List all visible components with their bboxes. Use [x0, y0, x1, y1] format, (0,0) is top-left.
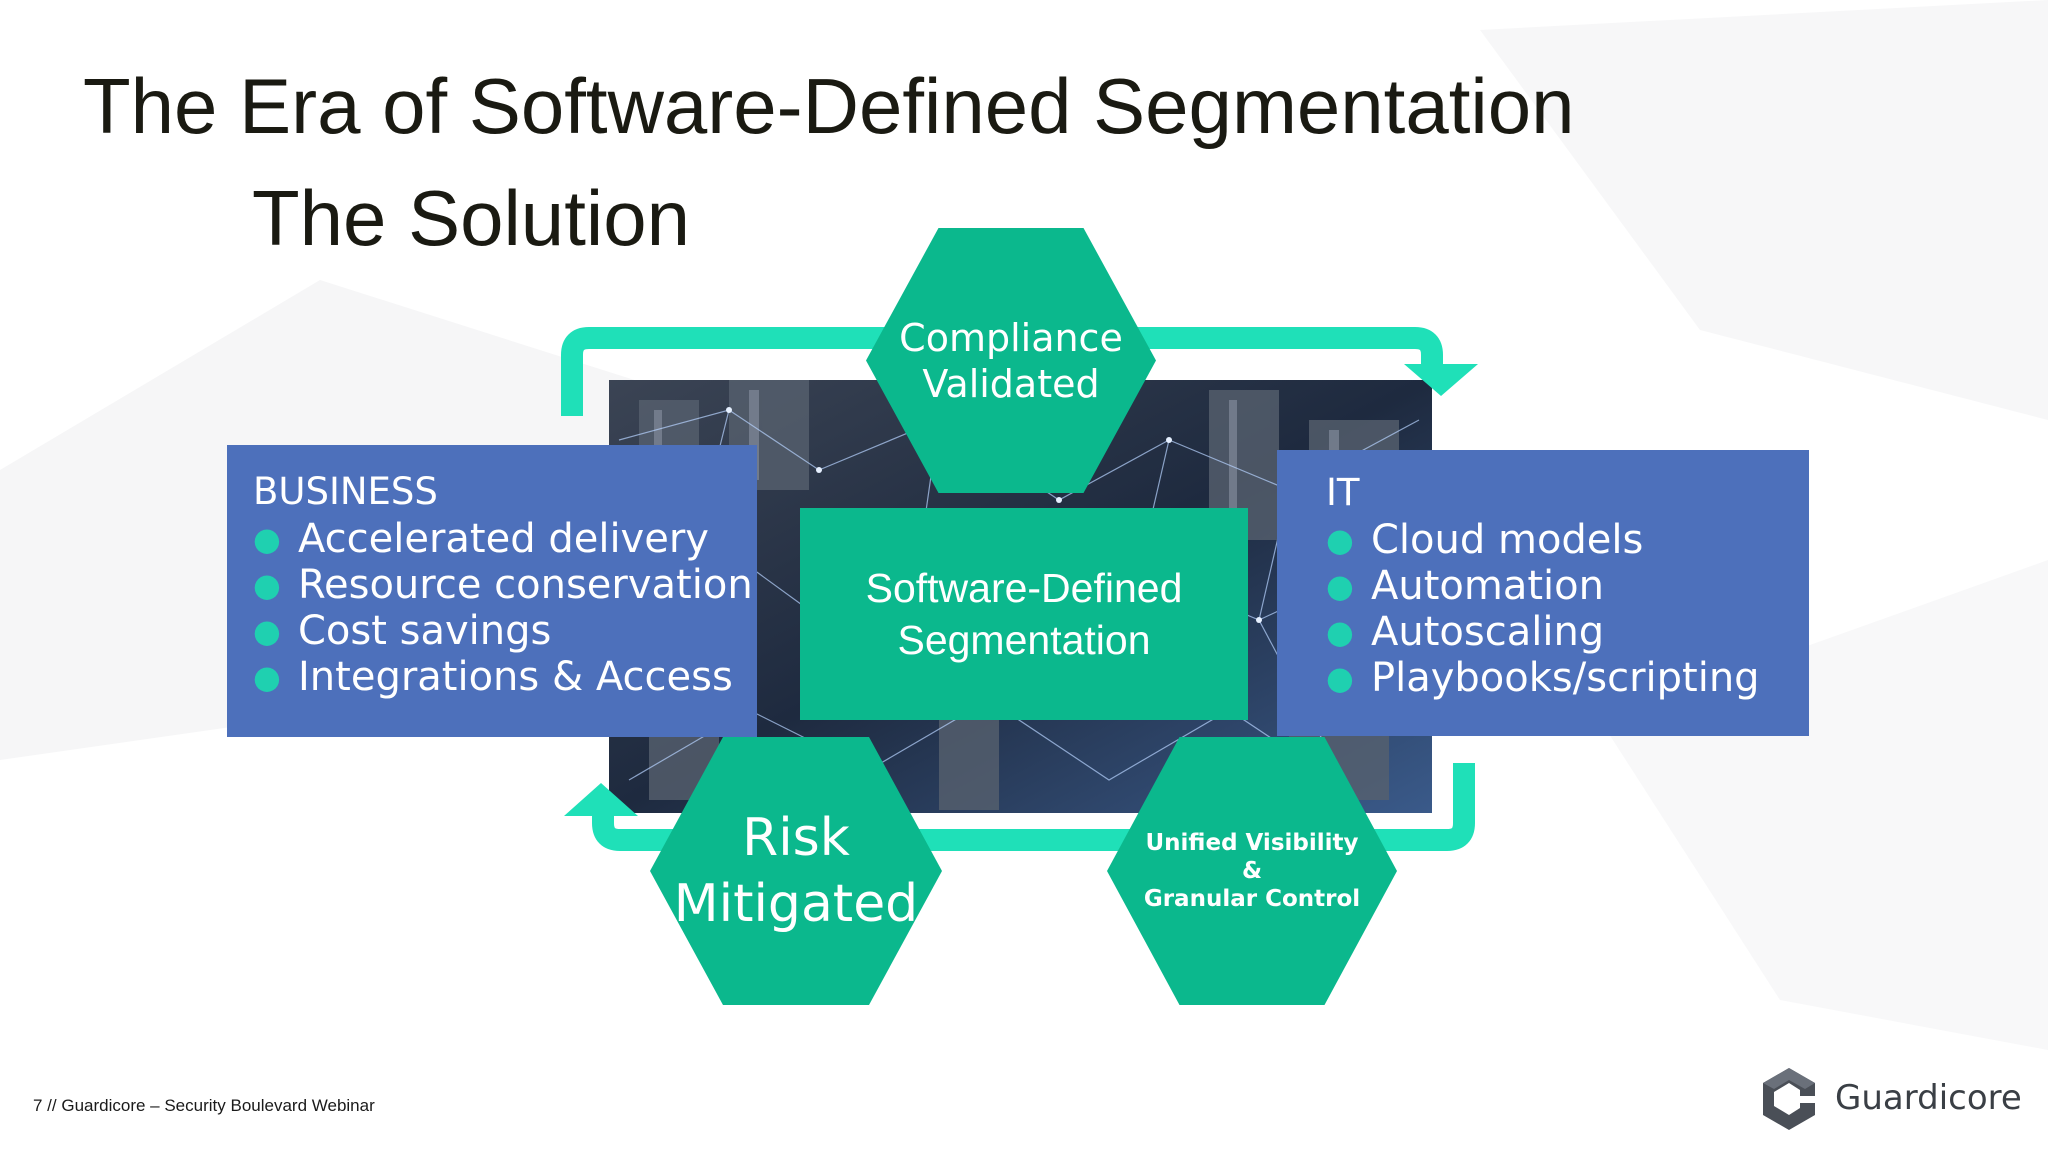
business-list: ● Accelerated delivery ● Resource conserva… [253, 516, 757, 700]
list-item: ● Cost savings [253, 608, 757, 654]
business-heading: BUSINESS [253, 470, 438, 513]
list-item-label: Cost savings [298, 608, 552, 654]
list-item-label: Cloud models [1371, 517, 1644, 563]
it-list: ● Cloud models ● Automation ● Autoscaling ●… [1326, 517, 1809, 701]
bullet-dot-icon: ● [1326, 521, 1354, 559]
list-item: ● Automation [1326, 563, 1809, 609]
list-item: ● Integrations & Access [253, 654, 757, 700]
compliance-label-line2: Validated [922, 361, 1100, 406]
unified-label-line1: Unified Visibility [1145, 830, 1359, 856]
it-heading: IT [1326, 471, 1360, 514]
center-label-line1: Software-Defined [865, 565, 1183, 611]
compliance-label-line1: Compliance [899, 315, 1123, 360]
slide-subtitle: The Solution [252, 174, 690, 262]
center-label-line2: Segmentation [897, 617, 1151, 663]
bullet-dot-icon: ● [253, 612, 281, 650]
risk-label-line2: Mitigated [673, 874, 919, 934]
list-item: ● Playbooks/scripting [1326, 655, 1809, 701]
it-panel: IT ● Cloud models ● Automation ● Autoscalin… [1277, 450, 1809, 736]
list-item-label: Accelerated delivery [298, 516, 709, 562]
slide-title: The Era of Software-Defined Segmentation [83, 62, 1575, 150]
center-segmentation-box: Software-Defined Segmentation [800, 508, 1248, 720]
bullet-dot-icon: ● [1326, 659, 1354, 697]
bullet-dot-icon: ● [1326, 613, 1354, 651]
list-item-label: Playbooks/scripting [1371, 655, 1760, 701]
unified-visibility-hexagon: Unified Visibility & Granular Control [1107, 737, 1397, 1005]
risk-label-line1: Risk [742, 808, 850, 868]
list-item: ● Resource conservation [253, 562, 757, 608]
unified-label-line2: & [1241, 858, 1263, 884]
unified-label-line3: Granular Control [1143, 886, 1361, 912]
bullet-dot-icon: ● [1326, 567, 1354, 605]
bullet-dot-icon: ● [253, 520, 281, 558]
business-panel: BUSINESS ● Accelerated delivery ● Resource… [227, 445, 757, 737]
risk-hexagon: Risk Mitigated [650, 737, 942, 1005]
list-item-label: Integrations & Access [298, 654, 733, 700]
list-item-label: Autoscaling [1371, 609, 1605, 655]
guardicore-logo: Guardicore [1760, 1066, 2030, 1132]
logo-wordmark: Guardicore [1835, 1078, 2022, 1118]
list-item-label: Automation [1371, 563, 1604, 609]
list-item: ● Autoscaling [1326, 609, 1809, 655]
guardicore-logo-icon [1763, 1068, 1815, 1130]
slide-footer: 7 // Guardicore – Security Boulevard Web… [33, 1096, 375, 1115]
list-item: ● Cloud models [1326, 517, 1809, 563]
bullet-dot-icon: ● [253, 566, 281, 604]
list-item: ● Accelerated delivery [253, 516, 757, 562]
list-item-label: Resource conservation [298, 562, 753, 608]
bullet-dot-icon: ● [253, 658, 281, 696]
